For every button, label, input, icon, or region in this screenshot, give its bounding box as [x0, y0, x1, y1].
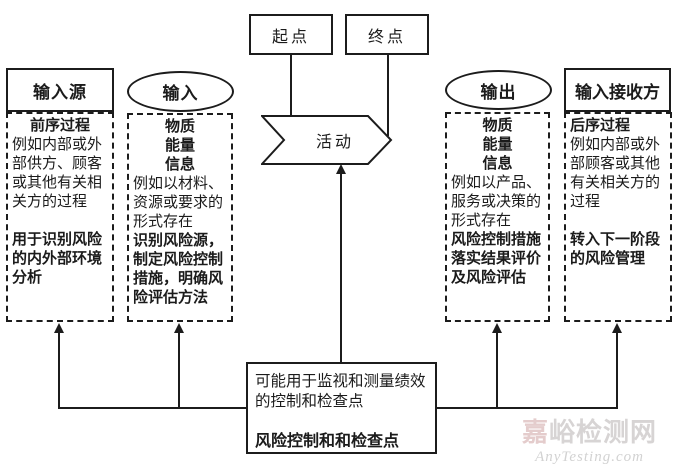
connector-to-input-source: [58, 331, 60, 409]
detail-line: 例如以材料、资源或要求的形式存在: [133, 176, 224, 230]
connector-to-input: [178, 331, 180, 409]
detail-line: 前序过程: [29, 118, 90, 134]
activity-chevron-shape: [259, 115, 393, 165]
detail-line: 信息: [164, 157, 195, 173]
detail-line: 物质: [164, 119, 195, 135]
detail-line: 能量: [482, 137, 513, 153]
input-receiver-header: 输入接收方: [564, 68, 671, 112]
input-ellipse-label: 输入: [162, 84, 199, 103]
input-source-header-label: 输入源: [33, 82, 87, 102]
detail-line: 物质: [482, 118, 513, 134]
input-receiver-detail: 后序过程 例如内部或外部顾客或其他有关相关方的过程 转入下一阶段的风险管理: [564, 112, 672, 322]
start-node: 起点: [249, 14, 333, 55]
arrowhead-input-source: [54, 323, 64, 333]
end-node: 终点: [345, 14, 429, 55]
connector-left-horizontal: [58, 407, 247, 409]
watermark-site-name: 嘉峪检测网: [522, 418, 658, 447]
arrowhead-output: [492, 323, 502, 333]
end-node-label: 终点: [367, 28, 406, 46]
arrowhead-input: [174, 323, 184, 333]
detail-line: 识别风险源，制定风险控制措施，明确风险评估方法: [133, 233, 224, 306]
watermark: 嘉峪检测网 AnyTesting.com: [522, 412, 657, 466]
input-receiver-header-label: 输入接收方: [575, 82, 660, 102]
activity-node: 活动: [259, 115, 393, 165]
detail-line: 转入下一阶段的风险管理: [570, 232, 661, 267]
input-ellipse: 输入: [127, 71, 234, 112]
input-source-detail: 前序过程 例如内部或外部供方、顾客或其他有关相关方的过程 用于识别风险的内外部环…: [6, 112, 114, 322]
arrowhead-input-receiver: [612, 323, 622, 333]
connector-checkpoint-to-activity: [340, 174, 342, 362]
checkpoint-description: 可能用于监视和测量绩效的控制和检查点: [255, 373, 426, 410]
output-detail: 物质 能量 信息 例如以产品、服务或决策的形式存在 风险控制措施落实结果评价及风…: [445, 112, 550, 322]
watermark-site-url: AnyTesting.com: [535, 449, 644, 465]
detail-line: 例如内部或外部供方、顾客或其他有关相关方的过程: [12, 137, 103, 210]
connector-to-output: [496, 331, 498, 409]
connector-right-horizontal: [437, 407, 618, 409]
activity-node-label: 活动: [315, 134, 354, 151]
detail-line: 能量: [164, 138, 195, 154]
input-source-header: 输入源: [6, 68, 114, 112]
detail-line: 后序过程: [570, 118, 631, 134]
detail-line: 信息: [482, 156, 513, 172]
detail-line: 例如内部或外部顾客或其他有关相关方的过程: [570, 137, 661, 210]
detail-line: 风险控制措施落实结果评价及风险评估: [451, 232, 542, 286]
arrowhead-activity: [336, 164, 346, 174]
input-detail: 物质 能量 信息 例如以材料、资源或要求的形式存在 识别风险源，制定风险控制措施…: [127, 113, 233, 322]
connector-to-input-receiver: [616, 331, 618, 409]
start-node-label: 起点: [271, 28, 310, 46]
detail-line: 例如以产品、服务或决策的形式存在: [451, 175, 542, 229]
connector-start-to-activity: [290, 55, 292, 116]
connector-end-to-activity: [387, 55, 389, 136]
output-ellipse-label: 输出: [480, 82, 517, 102]
checkpoint-box: 可能用于监视和测量绩效的控制和检查点 风险控制和和检查点: [246, 362, 437, 454]
detail-line: 用于识别风险的内外部环境分析: [12, 232, 103, 286]
output-ellipse: 输出: [445, 70, 552, 110]
checkpoint-title: 风险控制和和检查点: [255, 433, 400, 450]
